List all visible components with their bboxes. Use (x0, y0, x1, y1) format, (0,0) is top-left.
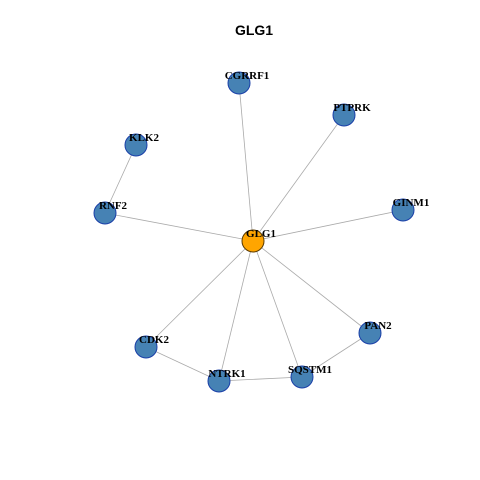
node-ptprk[interactable] (332, 103, 356, 127)
node-sqstm1[interactable] (290, 365, 314, 389)
node-label-ntrk1: NTRK1 (208, 368, 245, 380)
node-label-cgrrf1: CGRRF1 (225, 70, 270, 82)
node-ginm1[interactable] (391, 198, 415, 222)
edge-glg1-sqstm1 (252, 240, 303, 378)
node-label-klk2: KLK2 (129, 132, 159, 144)
node-label-ginm1: GINM1 (393, 197, 430, 209)
node-glg1[interactable] (241, 229, 265, 253)
edges-layer (104, 82, 404, 382)
edge-glg1-ptprk (252, 114, 345, 242)
edge-glg1-pan2 (252, 240, 371, 334)
edge-pan2-sqstm1 (301, 332, 371, 378)
node-cgrrf1[interactable] (227, 71, 251, 95)
node-klk2[interactable] (124, 133, 148, 157)
node-ntrk1[interactable] (207, 369, 231, 393)
node-rnf2[interactable] (93, 201, 117, 225)
edge-glg1-rnf2 (104, 212, 254, 242)
node-label-glg1: GLG1 (246, 228, 276, 240)
node-label-cdk2: CDK2 (139, 334, 169, 346)
node-label-pan2: PAN2 (364, 320, 392, 332)
node-label-rnf2: RNF2 (99, 200, 128, 212)
edge-ntrk1-cdk2 (145, 346, 220, 382)
node-label-sqstm1: SQSTM1 (288, 364, 332, 376)
nodes-layer (93, 71, 415, 393)
edge-glg1-cdk2 (145, 240, 254, 348)
node-label-ptprk: PTPRK (333, 102, 371, 114)
edge-glg1-cgrrf1 (238, 82, 254, 242)
graph-title: GLG1 (235, 22, 273, 38)
edge-glg1-ginm1 (252, 209, 404, 242)
edge-glg1-ntrk1 (218, 240, 254, 382)
node-pan2[interactable] (358, 321, 382, 345)
edge-sqstm1-ntrk1 (218, 376, 303, 382)
node-cdk2[interactable] (134, 335, 158, 359)
edge-klk2-rnf2 (104, 144, 137, 214)
